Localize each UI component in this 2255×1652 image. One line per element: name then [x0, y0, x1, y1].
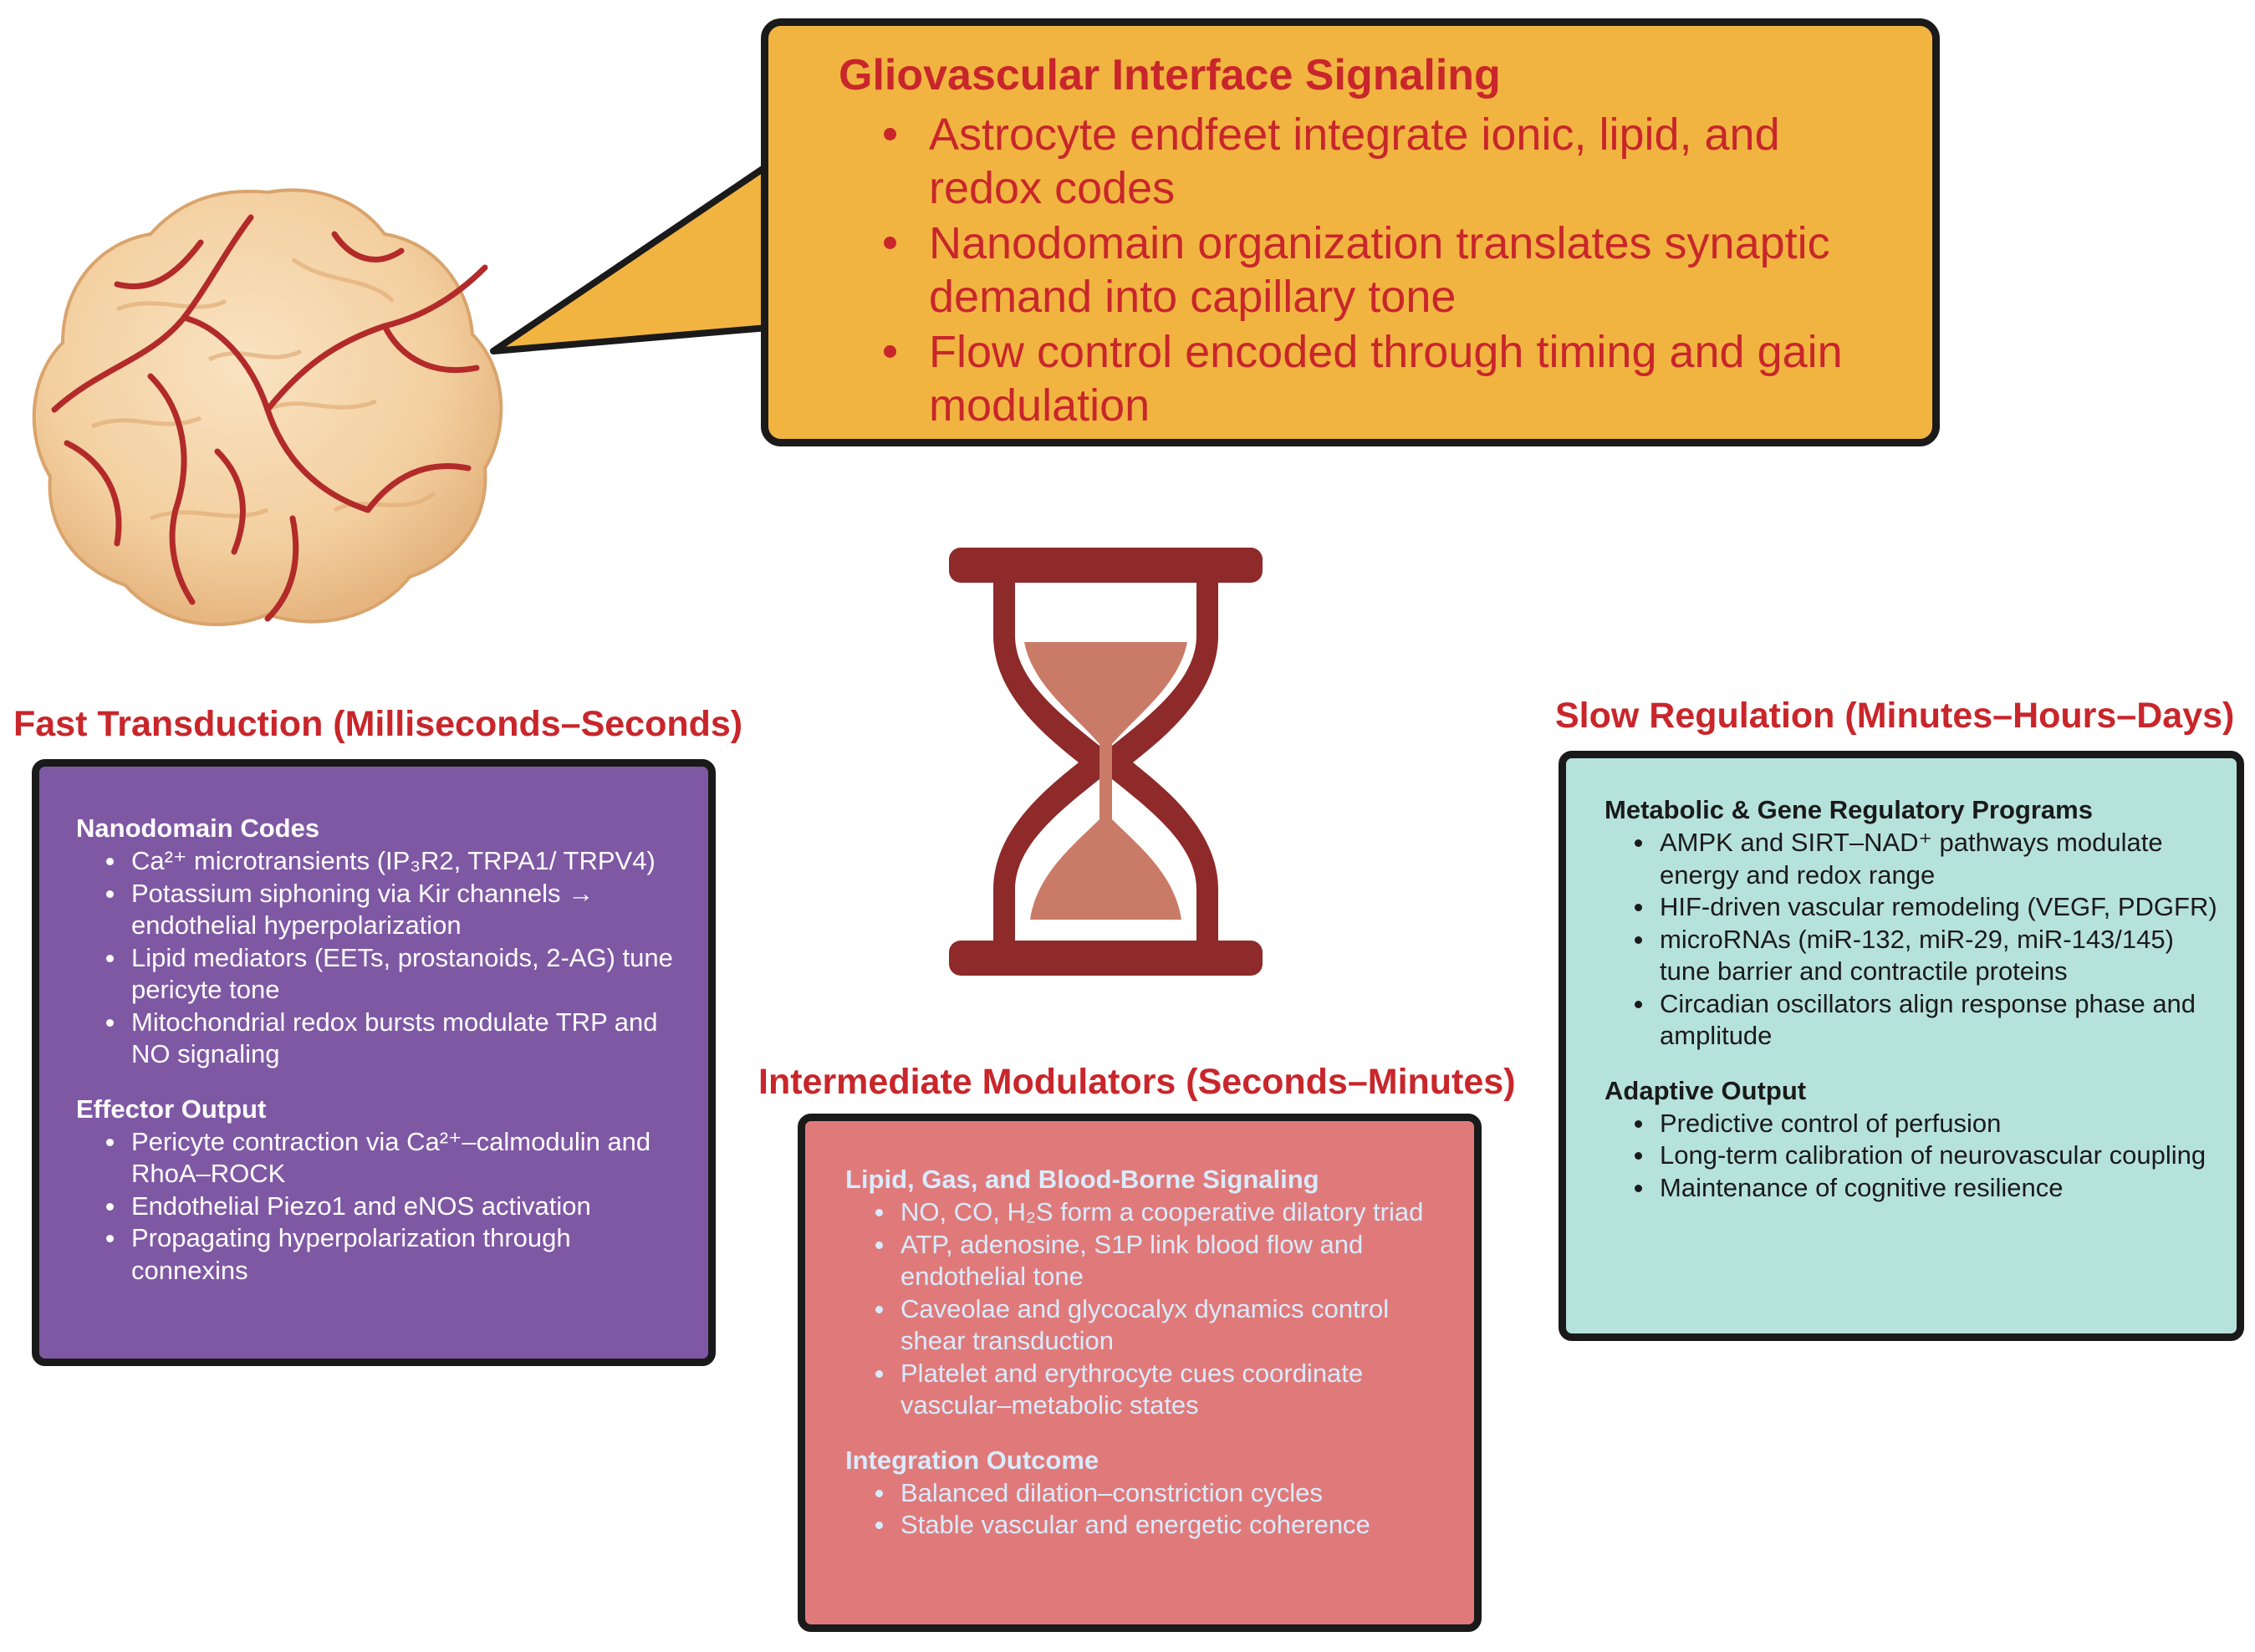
list-item: AMPK and SIRT–NAD⁺ pathways modulate ene… [1635, 827, 2220, 891]
list-item: Circadian oscillators align response pha… [1635, 988, 2220, 1053]
bullet-list: Predictive control of perfusion Long-ter… [1605, 1108, 2220, 1205]
list-item: Caveolae and glycocalyx dynamics control… [875, 1293, 1457, 1358]
list-item: Lipid mediators (EETs, prostanoids, 2-AG… [106, 942, 691, 1007]
section-title: Effector Output [76, 1094, 267, 1124]
list-item: ATP, adenosine, S1P link blood flow and … [875, 1229, 1457, 1293]
bullet-list: AMPK and SIRT–NAD⁺ pathways modulate ene… [1605, 827, 2220, 1053]
fast-panel: Nanodomain Codes Ca²⁺ microtransients (I… [32, 759, 716, 1366]
list-item: Endothelial Piezo1 and eNOS activation [106, 1191, 691, 1223]
list-item: Maintenance of cognitive resilience [1635, 1172, 2220, 1205]
callout-bullet: Flow control encoded through timing and … [884, 325, 1892, 432]
bullet-list: Balanced dilation–constriction cycles St… [845, 1477, 1457, 1542]
bullet-list: Ca²⁺ microtransients (IP₃R2, TRPA1/ TRPV… [76, 845, 691, 1071]
slow-panel: Metabolic & Gene Regulatory Programs AMP… [1559, 751, 2244, 1341]
callout-box: Gliovascular Interface Signaling Astrocy… [761, 18, 1940, 446]
fast-heading: Fast Transduction (Milliseconds–Seconds) [13, 704, 743, 744]
section-title: Nanodomain Codes [76, 813, 320, 843]
list-item: Platelet and erythrocyte cues coordinate… [875, 1358, 1457, 1422]
list-item: Balanced dilation–constriction cycles [875, 1477, 1457, 1510]
list-item: Predictive control of perfusion [1635, 1108, 2220, 1140]
list-item: NO, CO, H₂S form a cooperative dilatory … [875, 1196, 1457, 1229]
list-item: Long-term calibration of neurovascular c… [1635, 1140, 2220, 1172]
callout-title: Gliovascular Interface Signaling [839, 51, 1501, 99]
list-item: Potassium siphoning via Kir channels → e… [106, 878, 691, 942]
bullet-list: Pericyte contraction via Ca²⁺–calmodulin… [76, 1126, 691, 1287]
callout-bullet: Nanodomain organization translates synap… [884, 217, 1892, 324]
list-item: HIF-driven vascular remodeling (VEGF, PD… [1635, 891, 2220, 924]
callout-bullet: Astrocyte endfeet integrate ionic, lipid… [884, 108, 1892, 215]
list-item: Mitochondrial redox bursts modulate TRP … [106, 1007, 691, 1071]
slow-heading: Slow Regulation (Minutes–Hours–Days) [1555, 696, 2235, 736]
section-title: Adaptive Output [1605, 1075, 1807, 1105]
bullet-list: NO, CO, H₂S form a cooperative dilatory … [845, 1196, 1457, 1422]
brain-icon [32, 188, 503, 627]
list-item: Pericyte contraction via Ca²⁺–calmodulin… [106, 1126, 691, 1191]
list-item: Propagating hyperpolarization through co… [106, 1222, 691, 1287]
hourglass-icon [949, 548, 1263, 976]
list-item: Ca²⁺ microtransients (IP₃R2, TRPA1/ TRPV… [106, 845, 691, 878]
callout-bullets: Astrocyte endfeet integrate ionic, lipid… [839, 108, 1892, 432]
list-item: Stable vascular and energetic coherence [875, 1509, 1457, 1542]
intermediate-heading: Intermediate Modulators (Seconds–Minutes… [758, 1062, 1516, 1102]
intermediate-panel: Lipid, Gas, and Blood-Borne Signaling NO… [798, 1114, 1482, 1632]
section-title: Metabolic & Gene Regulatory Programs [1605, 795, 2093, 824]
section-title: Integration Outcome [845, 1445, 1099, 1475]
list-item: microRNAs (miR-132, miR-29, miR-143/145)… [1635, 924, 2220, 988]
section-title: Lipid, Gas, and Blood-Borne Signaling [845, 1165, 1319, 1194]
